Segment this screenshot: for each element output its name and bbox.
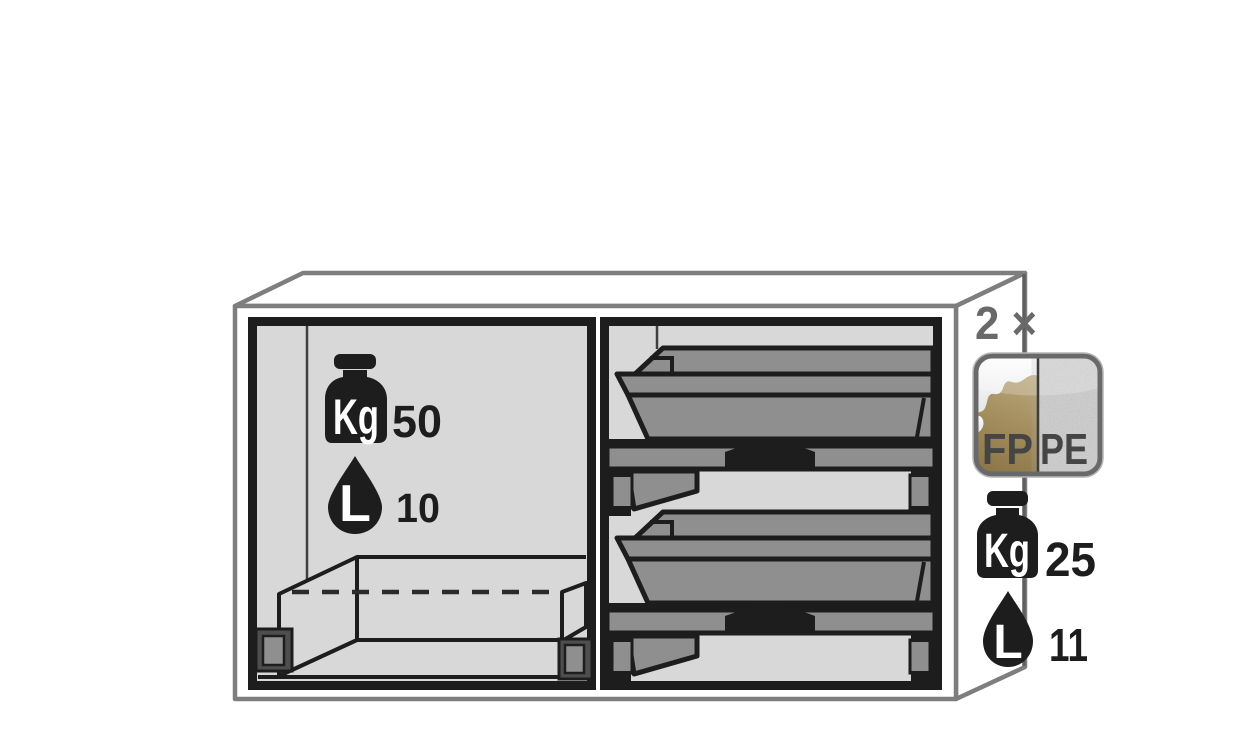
floor-rail-bracket-left [254,627,294,673]
shelf-liquid-drop-icon: L [983,591,1033,669]
volume-unit-label: L [339,475,371,533]
volume-capacity-value: 10 [396,485,440,531]
material-fp-pe-icon: FP PE [972,352,1104,478]
pullout-tray-bottom [607,512,935,634]
shelf-volume-unit-label: L [993,616,1022,669]
material-left-label: FP [982,425,1033,474]
floor-rail-bracket-right [557,637,594,681]
shelf-weight-capacity-icon: Kg [977,491,1038,578]
cabinet-top-face [232,270,1028,309]
shelf-weight-value: 25 [1045,534,1096,587]
weight-capacity-icon: Kg [325,354,387,445]
shelf-weight-unit-label: Kg [984,525,1030,578]
weight-capacity-value: 50 [392,396,442,447]
liquid-drop-icon: L [328,456,382,534]
material-right-label: PE [1040,425,1088,474]
pullout-tray-top [607,348,935,470]
left-compartment: Kg 50 L 10 [248,317,596,690]
shelf-volume-value: 11 [1049,619,1088,671]
weight-unit-label: Kg [333,389,379,445]
right-compartment [600,317,942,690]
shelf-count-label: 2 × [975,297,1037,349]
spill-sump-tray [258,555,590,679]
shelf-annotation: 2 × FP PE Kg 25 L [972,297,1104,671]
